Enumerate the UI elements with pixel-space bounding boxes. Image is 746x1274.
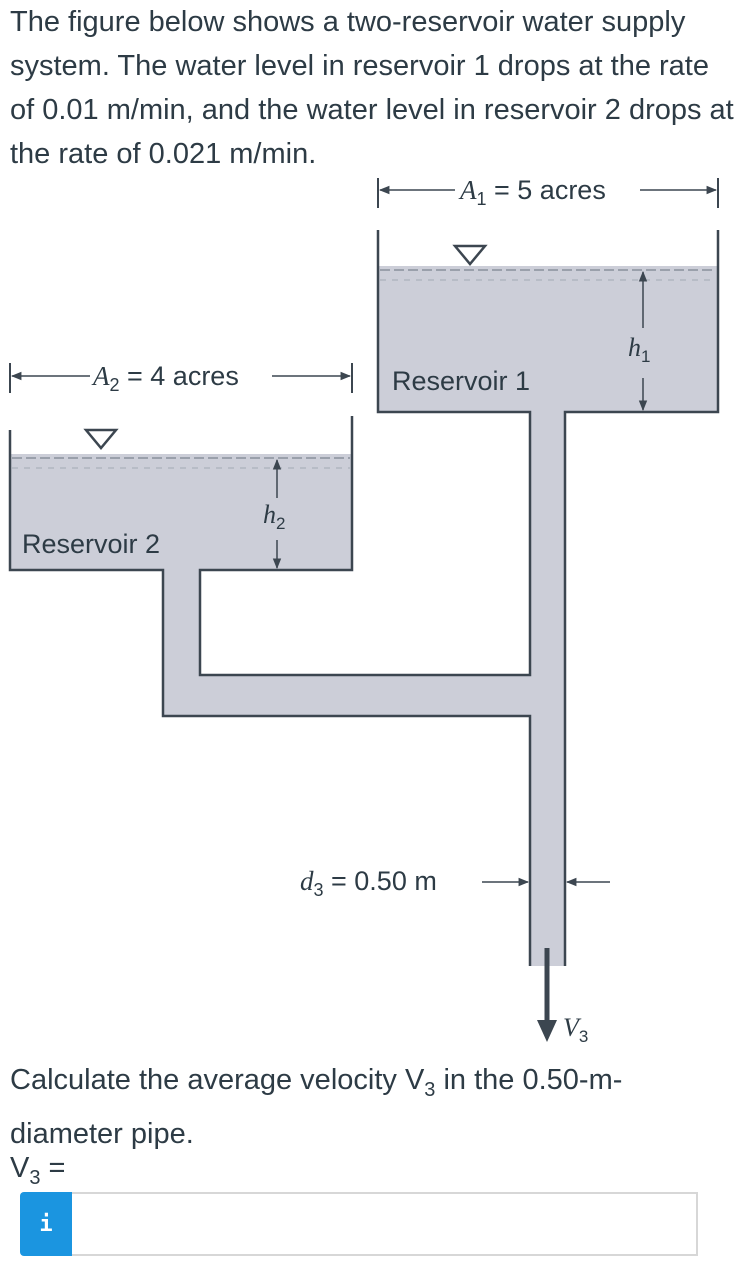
reservoir2-label: Reservoir 2: [22, 529, 160, 559]
info-icon[interactable]: i: [20, 1192, 72, 1256]
reservoir1-label: Reservoir 1: [392, 366, 530, 396]
reservoir-system-diagram: A1 = 5 acres A2 = 4 acres Reservoir 1 Re…: [8, 175, 720, 1046]
h1-label: h1: [628, 333, 650, 366]
v3-arrowhead: [537, 1020, 557, 1042]
reservoir1-walls: [198, 230, 532, 677]
reservoir1-right-wall: [563, 230, 720, 966]
a2-label: A2 = 4 acres: [91, 361, 239, 395]
answer-input[interactable]: [72, 1192, 698, 1256]
info-icon-glyph: i: [39, 1211, 53, 1237]
v3-label: V3: [563, 1013, 588, 1046]
h2-label: h2: [263, 500, 285, 533]
water-body: [10, 266, 718, 966]
problem-text: The figure below shows a two-reservoir w…: [10, 6, 734, 170]
answer-label: V3 =: [10, 1152, 66, 1189]
reservoir1-level-icon: [452, 244, 488, 266]
reservoir2-walls: [8, 430, 532, 966]
d3-label: d3 = 0.50 m: [300, 866, 437, 900]
a1-label: A1 = 5 acres: [458, 175, 606, 209]
question-text: Calculate the average velocity V3 in the…: [10, 1064, 623, 1150]
reservoir2-level-icon: [83, 428, 119, 450]
